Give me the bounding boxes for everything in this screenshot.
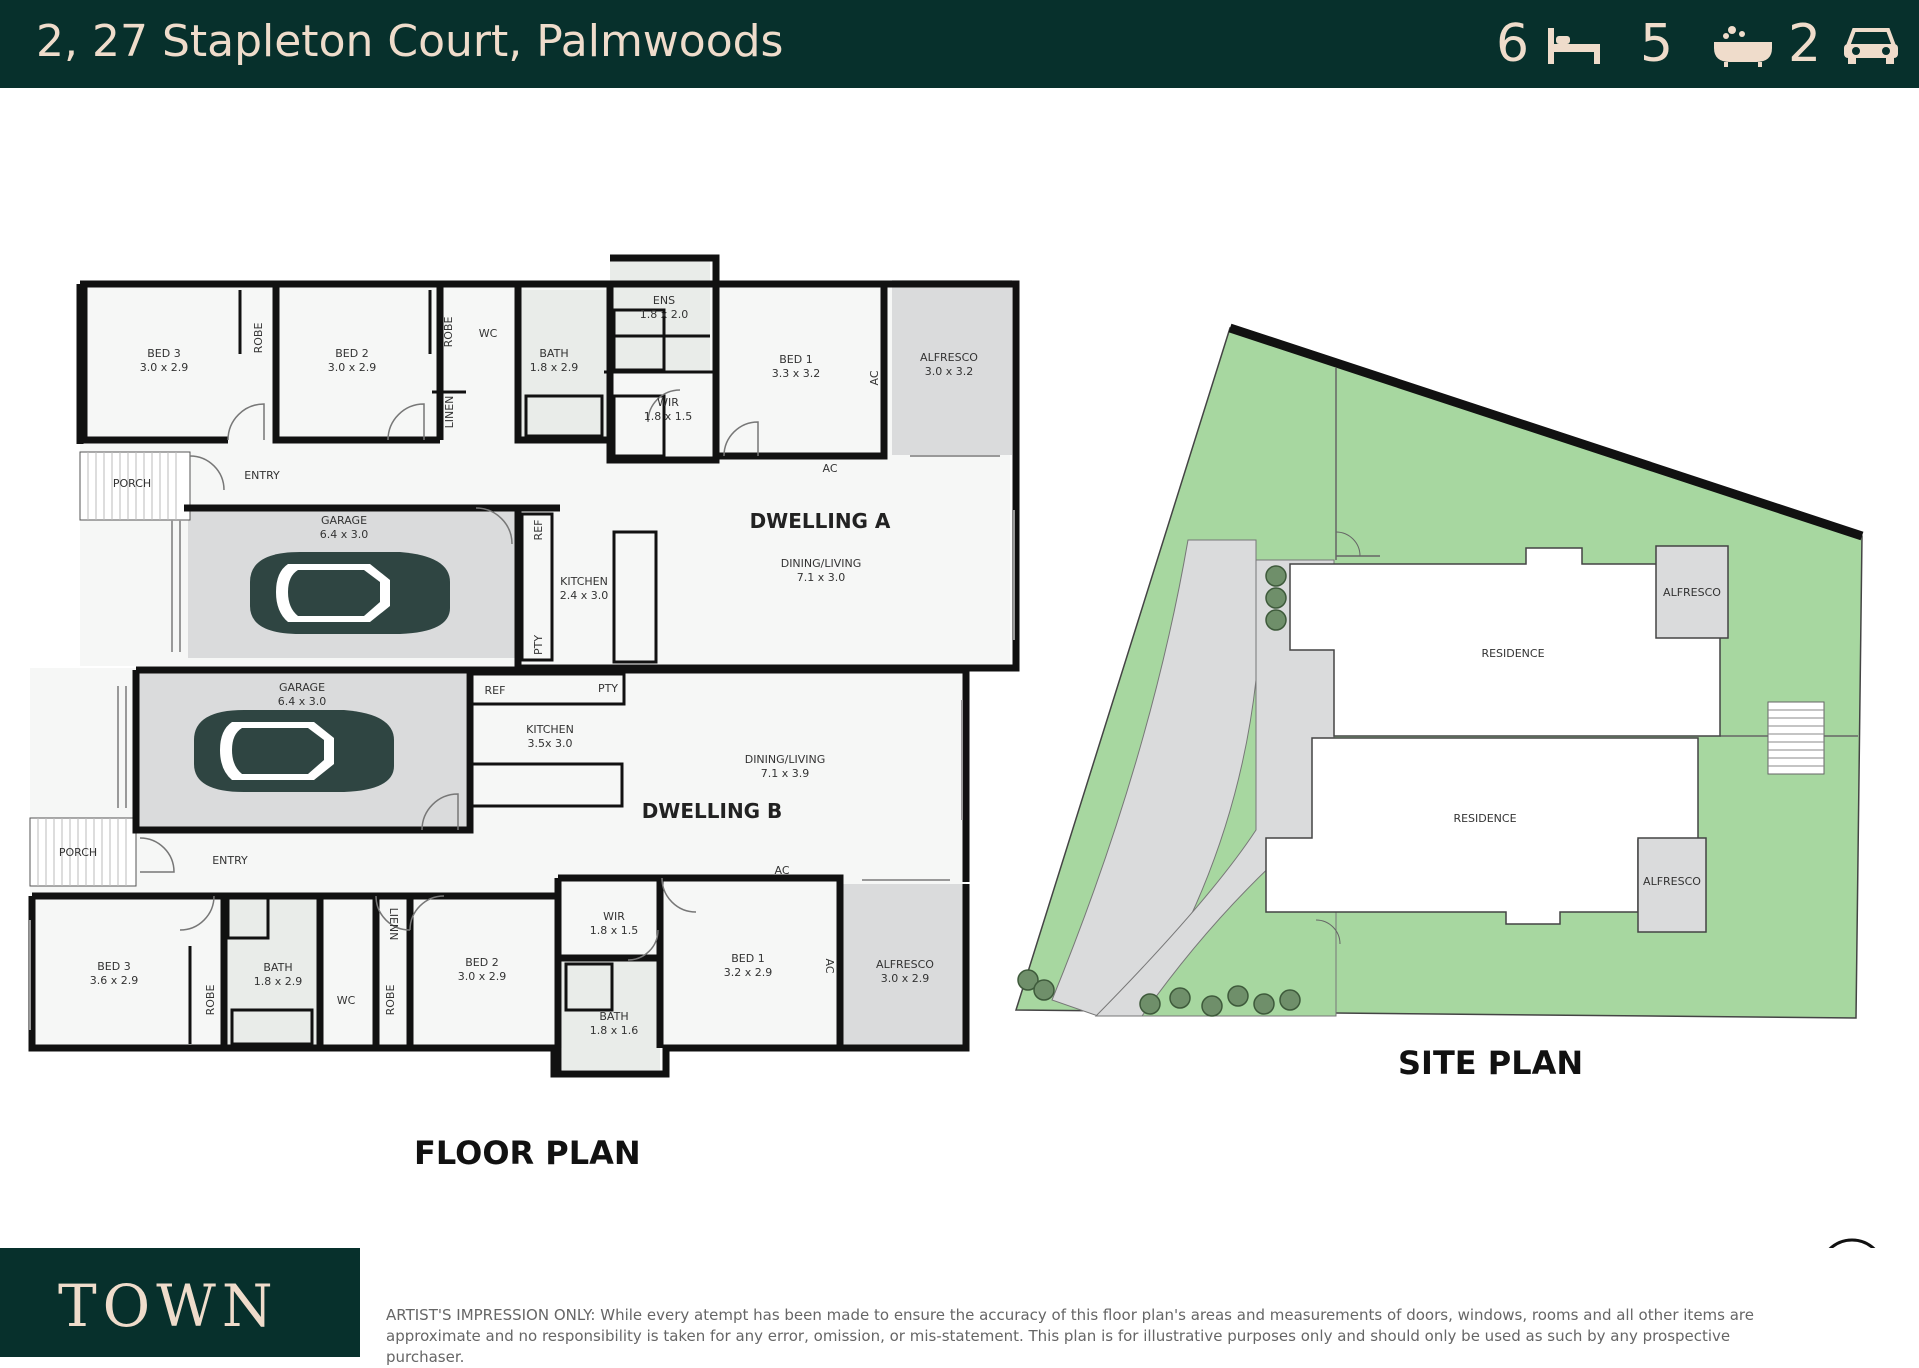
room-label-b-living: DINING/LIVING	[745, 753, 826, 766]
room-label-a-kitchen: KITCHEN	[560, 575, 608, 588]
room-label-a-bed1: BED 1	[779, 353, 812, 366]
site-label-residence-1: RESIDENCE	[1481, 647, 1544, 660]
room-size-a-kitchen: 2.4 x 3.0	[560, 589, 609, 602]
room-label-b-bath2: BATH	[599, 1010, 628, 1023]
room-size-a-wir: 1.8 x 1.5	[644, 410, 693, 423]
room-label-a-wir: WIR	[657, 396, 679, 409]
room-label-b-bed1: BED 1	[731, 952, 764, 965]
room-label-a-alfresco: ALFRESCO	[920, 351, 978, 364]
car-silhouette-b	[194, 710, 394, 792]
brand-logo: TOWN	[58, 1272, 279, 1340]
room-size-b-bed2: 3.0 x 2.9	[458, 970, 507, 983]
label-a-porch: PORCH	[113, 477, 151, 490]
site-label-residence-2: RESIDENCE	[1453, 812, 1516, 825]
label-a-linen: LINEN	[443, 396, 456, 429]
label-b-ac-2: AC	[823, 958, 836, 973]
dwelling-a-title: DWELLING A	[750, 509, 891, 533]
bathroom-count: 5	[1640, 14, 1674, 74]
room-label-b-bath1: BATH	[263, 961, 292, 974]
label-a-pty: PTY	[532, 635, 545, 655]
site-plan: RESIDENCE ALFRESCO RESIDENCE ALFRESCO	[1014, 323, 1864, 1019]
room-size-a-alfresco: 3.0 x 3.2	[925, 365, 974, 378]
dwelling-b-title: DWELLING B	[642, 799, 783, 823]
disclaimer-text: ARTIST'S IMPRESSION ONLY: While every at…	[386, 1306, 1754, 1366]
label-b-ac-1: AC	[774, 864, 789, 877]
car-icon	[1844, 28, 1898, 64]
room-label-a-bath: BATH	[539, 347, 568, 360]
label-b-lienn: LIENN	[387, 908, 400, 941]
floor-plan-caption: FLOOR PLAN	[414, 1134, 641, 1172]
room-size-a-garage: 6.4 x 3.0	[320, 528, 369, 541]
room-size-a-bed2: 3.0 x 2.9	[328, 361, 377, 374]
room-size-b-living: 7.1 x 3.9	[761, 767, 810, 780]
bedroom-count: 6	[1496, 14, 1530, 74]
room-label-b-garage: GARAGE	[279, 681, 325, 694]
property-address: 2, 27 Stapleton Court, Palmwoods	[36, 16, 784, 67]
room-label-a-living: DINING/LIVING	[781, 557, 862, 570]
room-size-b-garage: 6.4 x 3.0	[278, 695, 327, 708]
label-a-ac-2: AC	[868, 370, 881, 385]
label-b-pty: PTY	[598, 682, 618, 695]
room-label-b-alfresco: ALFRESCO	[876, 958, 934, 971]
brand-block: TOWN	[0, 1248, 360, 1357]
room-size-a-bed3: 3.0 x 2.9	[140, 361, 189, 374]
dwelling-b-plan: GARAGE 6.4 x 3.0 KITCHEN 3.5x 3.0 DINING…	[28, 666, 970, 1078]
dwelling-a-plan: BED 3 3.0 x 2.9 BED 2 3.0 x 2.9 BATH 1.8…	[76, 254, 1020, 672]
compass-icon: N	[1828, 1238, 1876, 1248]
label-a-ac-1: AC	[822, 462, 837, 475]
label-b-entry: ENTRY	[212, 854, 248, 867]
label-a-ref: REF	[532, 520, 545, 541]
bath-icon	[1714, 26, 1772, 67]
label-b-wc: WC	[337, 994, 356, 1007]
room-size-a-bed1: 3.3 x 3.2	[772, 367, 821, 380]
label-a-robe-2: ROBE	[442, 317, 455, 348]
room-size-b-wir: 1.8 x 1.5	[590, 924, 639, 937]
room-label-a-bed3: BED 3	[147, 347, 180, 360]
room-label-b-bed3: BED 3	[97, 960, 130, 973]
room-size-b-alfresco: 3.0 x 2.9	[881, 972, 930, 985]
room-size-a-bath: 1.8 x 2.9	[530, 361, 579, 374]
room-label-b-kitchen: KITCHEN	[526, 723, 574, 736]
room-label-b-bed2: BED 2	[465, 956, 498, 969]
label-a-wc: WC	[479, 327, 498, 340]
room-size-a-living: 7.1 x 3.0	[797, 571, 846, 584]
site-plan-caption: SITE PLAN	[1398, 1044, 1584, 1082]
room-size-b-bath2: 1.8 x 1.6	[590, 1024, 639, 1037]
label-b-robe-1: ROBE	[204, 985, 217, 1016]
room-label-a-ens: ENS	[653, 294, 675, 307]
room-size-a-ens: 1.8 x 2.0	[640, 308, 689, 321]
room-size-b-kitchen: 3.5x 3.0	[528, 737, 573, 750]
label-a-robe-1: ROBE	[252, 323, 265, 354]
plans-canvas: BED 3 3.0 x 2.9 BED 2 3.0 x 2.9 BATH 1.8…	[28, 254, 1876, 1248]
room-label-b-wir: WIR	[603, 910, 625, 923]
bed-icon	[1548, 28, 1600, 64]
room-size-b-bed1: 3.2 x 2.9	[724, 966, 773, 979]
room-label-a-garage: GARAGE	[321, 514, 367, 527]
label-b-porch: PORCH	[59, 846, 97, 859]
car-space-count: 2	[1788, 14, 1822, 74]
header-bar: 2, 27 Stapleton Court, Palmwoods 6 5 2	[0, 0, 1919, 88]
site-label-alfresco-1: ALFRESCO	[1663, 586, 1721, 599]
label-b-ref: REF	[485, 684, 506, 697]
garden-shrubs	[1017, 565, 1301, 1017]
site-label-alfresco-2: ALFRESCO	[1643, 875, 1701, 888]
label-a-entry: ENTRY	[244, 469, 280, 482]
room-size-b-bed3: 3.6 x 2.9	[90, 974, 139, 987]
car-silhouette-a	[250, 552, 450, 634]
room-size-b-bath1: 1.8 x 2.9	[254, 975, 303, 988]
label-b-robe-2: ROBE	[384, 985, 397, 1016]
room-label-a-bed2: BED 2	[335, 347, 368, 360]
